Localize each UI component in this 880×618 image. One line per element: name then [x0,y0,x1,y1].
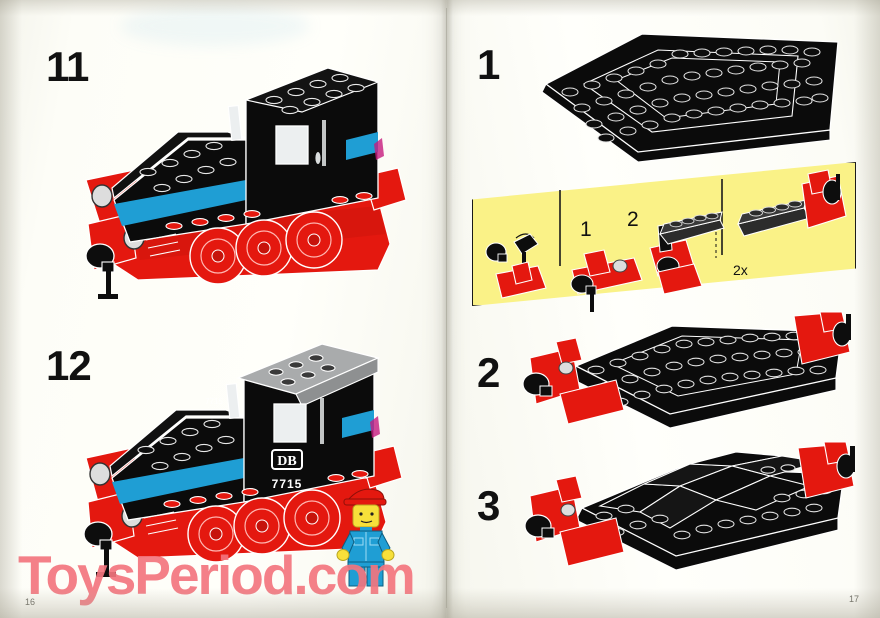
step-1-baseplate-illustration [530,32,855,172]
folio-right: 17 [849,594,859,604]
step-number-2: 2 [477,349,500,396]
callout-svg [485,169,847,312]
db-logo-icon: DB [271,449,303,470]
step-number-12: 12 [46,342,92,389]
book-spine-shadow [441,0,453,618]
step-3-assembly-illustration [520,441,860,592]
step-3-svg [524,441,856,571]
step-12-locomotive-illustration: DB 7715 7715 [78,332,408,594]
baseplate-svg [541,33,839,163]
step-number-11: 11 [46,43,89,90]
book-spine-crease [446,8,447,608]
db-logo-text: DB [277,454,296,469]
callout-quantity-label: 2x [733,262,748,278]
locomotive-number-side: 7715 [205,397,223,406]
callout-contents [472,162,854,312]
callout-substep-1: 1 [580,218,592,241]
scan-edge-right [854,0,880,618]
folio-left: 16 [25,597,35,607]
watermark-toysperiod: ToysPeriod.com [18,544,416,606]
scan-edge-bottom [0,588,880,618]
step-11-locomotive-illustration [78,48,408,320]
locomotive-svg [85,67,407,299]
minifigure-svg [336,488,395,587]
step-2-assembly-illustration [520,311,860,444]
scan-edge-top [0,0,880,16]
scan-edge-left [0,0,22,618]
locomotive-complete-svg: DB 7715 7715 [83,343,403,577]
ink-bleed-artifact [120,6,310,46]
step-number-1: 1 [477,41,500,88]
step-2-svg [522,311,852,429]
minifigure-train-driver [336,482,398,588]
step-number-3: 3 [477,482,500,529]
locomotive-number: 7715 [272,477,303,491]
callout-substep-2: 2 [627,208,639,231]
